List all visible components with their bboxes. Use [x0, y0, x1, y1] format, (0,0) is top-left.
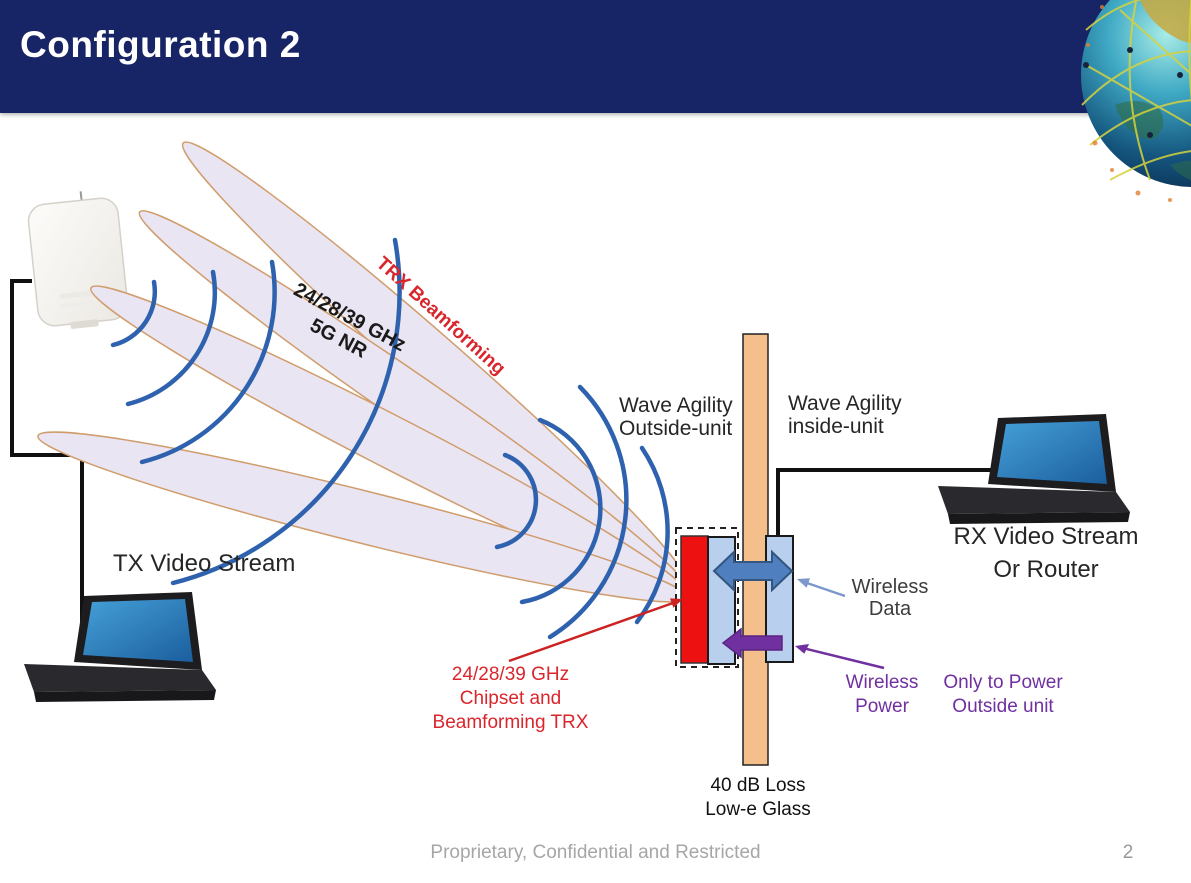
glass-loss-label: 40 dB Loss Low-e Glass [690, 774, 826, 822]
glass-loss-line2: Low-e Glass [705, 799, 811, 820]
rx-cable [776, 468, 997, 536]
wave-agility-inside-line1: Wave Agility [788, 392, 902, 415]
wifi-arc [634, 445, 670, 625]
globe-logo-image [1081, 0, 1191, 202]
chipset-pointer-line [508, 601, 674, 663]
wireless-data-line1: Wireless [851, 576, 929, 598]
chipset-pointer-head [670, 598, 683, 608]
tx-cable [10, 279, 84, 632]
glass-pane [742, 333, 769, 766]
wifi-arc [139, 259, 277, 465]
wifi-arc [519, 417, 603, 605]
wireless-data-arrow [712, 549, 794, 593]
wifi-arc [170, 237, 402, 586]
wireless-data-label: Wireless Data [840, 576, 940, 620]
chipset-label: 24/28/39 GHz Chipset and Beamforming TRX [423, 663, 598, 735]
wireless-power-arrow [721, 627, 783, 659]
chipset-line3: Beamforming TRX [432, 712, 589, 733]
wireless-data-line2: Data [868, 598, 912, 620]
beamforming-trx-block [680, 535, 709, 664]
tx-wave-arcs [110, 237, 402, 586]
wifi-arc [125, 269, 218, 407]
wave-agility-inside-label: Wave Agility inside-unit [788, 392, 902, 438]
wave-agility-outside-label: Wave Agility Outside-unit [619, 394, 733, 440]
wifi-arc [547, 384, 629, 640]
wifi-arc [110, 279, 158, 348]
wireless-data-pointer-line [806, 581, 846, 598]
wireless-power-pointer-head [795, 644, 810, 654]
rx-line1: RX Video Stream [953, 523, 1139, 550]
slide-title: Configuration 2 [20, 24, 301, 65]
beam-lobes [37, 141, 689, 603]
wireless-power-pointer-line [805, 647, 885, 670]
header-band [0, 0, 1191, 113]
only-to-power-label: Only to Power Outside unit [933, 671, 1073, 719]
chipset-line1: 24/28/39 GHz [451, 664, 570, 685]
glass-loss-line1: 40 dB Loss [710, 775, 806, 796]
wifi-arc [494, 452, 539, 550]
rx-video-stream-label: RX Video Stream Or Router [940, 520, 1152, 586]
wireless-data-pointer-head [797, 578, 810, 588]
annotation-arrows [508, 578, 885, 670]
wave-agility-outside-line2: Outside-unit [619, 417, 733, 440]
wave-agility-outside-line1: Wave Agility [619, 394, 733, 417]
only-to-power-line1: Only to Power [943, 672, 1063, 693]
tx-laptop-image [24, 592, 216, 702]
wireless-power-line1: Wireless [845, 672, 919, 693]
chipset-line2: Chipset and [459, 688, 562, 709]
wireless-power-label: Wireless Power [833, 671, 931, 719]
rx-line2: Or Router [993, 556, 1099, 583]
page-number: 2 [1122, 842, 1134, 863]
footer-confidentiality-text: Proprietary, Confidential and Restricted [430, 842, 761, 863]
wireless-power-line2: Power [855, 696, 909, 717]
wave-agility-inside-line2: inside-unit [788, 415, 884, 438]
tx-video-stream-label: TX Video Stream [113, 550, 296, 577]
only-to-power-line2: Outside unit [952, 696, 1054, 717]
rx-wave-arcs [494, 384, 670, 640]
